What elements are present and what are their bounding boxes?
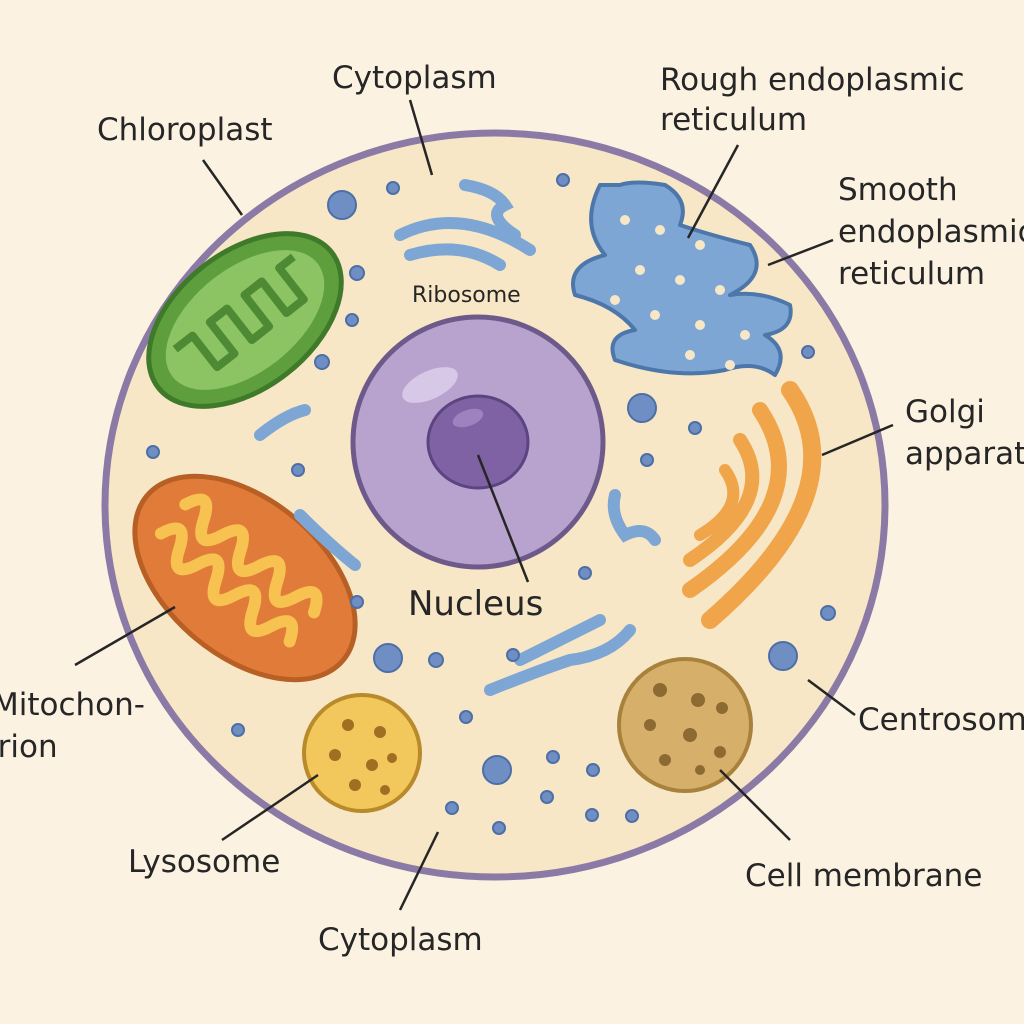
golgi-apparatus bbox=[682, 381, 822, 629]
label-chloroplast: Chloroplast bbox=[97, 112, 273, 148]
label-smooth-er-line3: reticulum bbox=[838, 256, 985, 292]
label-golgi-line2: apparatus bbox=[905, 436, 1024, 472]
label-nucleus: Nucleus bbox=[408, 584, 543, 624]
label-cell-membrane: Cell membrane bbox=[745, 858, 982, 894]
mitochondrion bbox=[132, 473, 358, 683]
label-smooth-er-line1: Smooth bbox=[838, 172, 958, 208]
label-smooth-er-line2: endoplasmic bbox=[838, 214, 1024, 250]
lysosome bbox=[302, 693, 422, 813]
label-golgi-line1: Golgi bbox=[905, 394, 985, 430]
nucleus bbox=[350, 314, 606, 570]
vesicle bbox=[617, 657, 753, 793]
nucleolus bbox=[426, 394, 530, 490]
chloroplast bbox=[146, 231, 344, 409]
ribosomes bbox=[146, 173, 836, 835]
label-rough-er-line1: Rough endoplasmic bbox=[660, 62, 965, 98]
label-ribosome: Ribosome bbox=[412, 283, 521, 308]
label-mitochondrion-line1: Mitochon- bbox=[0, 687, 145, 723]
rough-er bbox=[571, 180, 793, 377]
leader-lines bbox=[74, 99, 894, 911]
label-mitochondrion-line2: drion bbox=[0, 729, 58, 765]
label-centrosome: Centrosome bbox=[858, 702, 1024, 738]
smooth-er bbox=[254, 179, 661, 696]
label-cytoplasm-bottom: Cytoplasm bbox=[318, 922, 483, 958]
label-rough-er-line2: reticulum bbox=[660, 102, 807, 138]
label-cytoplasm-top: Cytoplasm bbox=[332, 60, 497, 96]
label-lysosome: Lysosome bbox=[128, 844, 280, 880]
